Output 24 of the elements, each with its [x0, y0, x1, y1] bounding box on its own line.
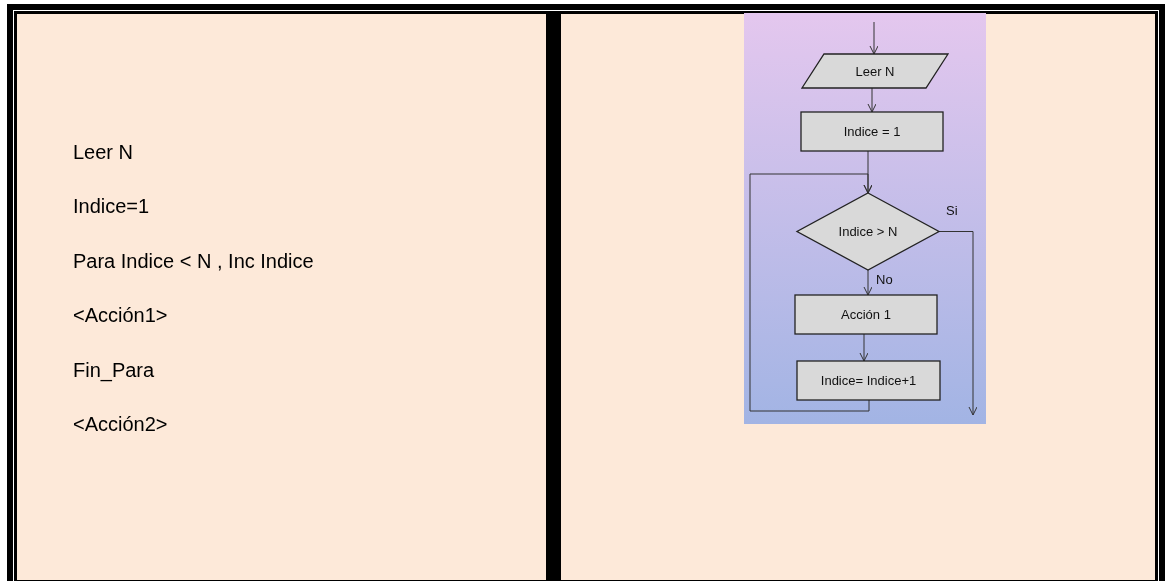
pseudocode-line: Fin_Para — [73, 358, 155, 382]
pseudocode-line: Leer N — [73, 140, 134, 164]
arrow — [938, 231, 978, 416]
input-parallelogram — [802, 54, 948, 88]
pseudocode-line: Indice=1 — [73, 194, 150, 218]
process-box — [797, 361, 940, 400]
process-box — [801, 112, 943, 151]
node-text: Indice > N — [838, 224, 898, 239]
edge-label: No — [876, 272, 893, 287]
arrow — [869, 21, 879, 55]
decision-diamond — [797, 193, 939, 270]
node-text: Acción 1 — [841, 307, 891, 322]
arrow — [867, 87, 877, 113]
edge-label: Si — [946, 203, 958, 218]
arrow — [749, 173, 873, 412]
pseudocode-line: <Acción2> — [73, 412, 168, 436]
pseudocode-line: Para Indice < N , Inc Indice — [73, 249, 314, 273]
arrow — [859, 333, 869, 362]
node-text: Leer N — [855, 63, 895, 79]
pseudocode-line: <Acción1> — [73, 303, 168, 327]
arrow — [863, 269, 873, 296]
node-text: Indice = 1 — [843, 124, 901, 139]
node-text: Indice= Indice+1 — [820, 373, 917, 388]
process-box — [795, 295, 937, 334]
